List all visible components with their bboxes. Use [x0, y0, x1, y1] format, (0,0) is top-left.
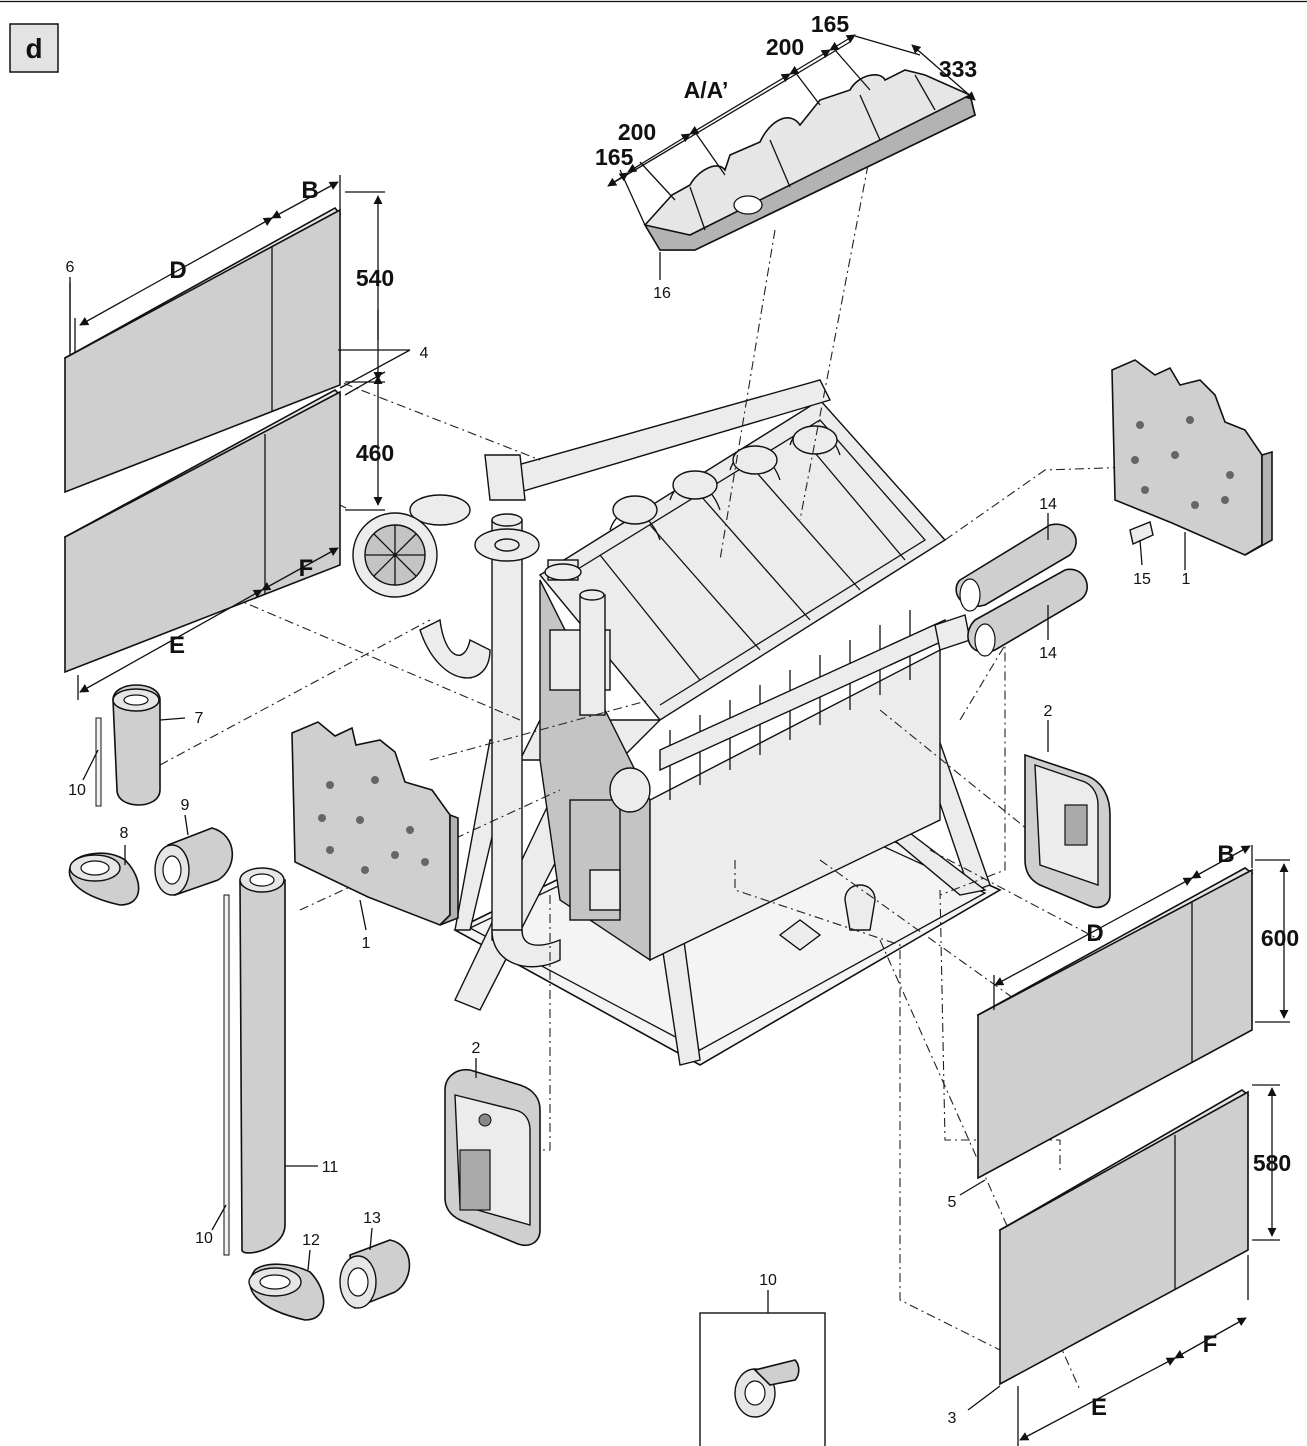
dim-right-e: E	[1091, 1394, 1107, 1421]
dim-left-e: E	[169, 632, 185, 659]
callout-14-a: 14	[1039, 496, 1057, 513]
figure-letter-box: d	[9, 23, 59, 73]
pipe-insulation-parts	[68, 521, 1154, 1321]
callout-16: 16	[653, 285, 671, 302]
callout-5: 5	[948, 1194, 957, 1211]
right-side-panels	[976, 867, 1254, 1386]
callout-leaders	[69, 252, 1186, 1411]
figure-letter: d	[25, 33, 42, 64]
dim-right-d: D	[1086, 920, 1103, 947]
dim-left-b: B	[301, 177, 318, 204]
callout-2-left: 2	[472, 1040, 481, 1057]
callout-10-a: 10	[68, 782, 86, 799]
dim-top-200-right: 200	[766, 34, 804, 60]
boiler-assembly	[352, 379, 1002, 1066]
callout-14-b: 14	[1039, 645, 1057, 662]
callout-12: 12	[302, 1232, 320, 1249]
callout-1-right: 1	[1182, 571, 1191, 588]
dim-right-600: 600	[1261, 925, 1299, 951]
dim-top-333: 333	[939, 56, 977, 82]
callout-9: 9	[181, 797, 190, 814]
left-dimension-lines	[69, 175, 410, 700]
callout-1-left: 1	[362, 935, 371, 952]
dim-left-460: 460	[356, 440, 394, 466]
dim-right-f: F	[1203, 1331, 1218, 1358]
callout-15: 15	[1133, 571, 1151, 588]
callout-13: 13	[363, 1210, 381, 1227]
callout-11: 11	[322, 1159, 339, 1176]
top-dimension-lines	[607, 34, 976, 226]
callout-10-c: 10	[759, 1272, 777, 1289]
left-side-panels	[63, 206, 342, 674]
dim-right-580: 580	[1253, 1150, 1291, 1176]
dim-left-f: F	[299, 555, 314, 582]
dim-top-aa: A/A’	[684, 77, 729, 103]
side-plate-left	[291, 721, 459, 926]
callout-8: 8	[120, 825, 129, 842]
tape-inset	[699, 1312, 826, 1446]
callout-7: 7	[195, 710, 204, 727]
dimension-labels: 165 200 A/A’ 200 165 333 B D 540 460 F E…	[169, 11, 1299, 1421]
dim-top-200-left: 200	[618, 119, 656, 145]
dim-top-165-right: 165	[811, 11, 850, 37]
dim-left-d: D	[169, 257, 186, 284]
right-dimension-lines	[993, 845, 1290, 1446]
callout-2-right: 2	[1044, 703, 1053, 720]
callout-6: 6	[66, 259, 75, 276]
top-insulation-mat	[643, 69, 976, 251]
callout-4: 4	[420, 345, 429, 362]
callout-10-b: 10	[195, 1230, 213, 1247]
dim-left-540: 540	[356, 265, 394, 291]
dim-top-165-left: 165	[595, 144, 634, 170]
dim-right-b: B	[1217, 841, 1234, 868]
covers	[444, 753, 1111, 1246]
callout-numbers: 6 4 7 10 8 9 1 11 10 12 13 2 16 14 14 15…	[66, 259, 1191, 1427]
side-plate-right	[1111, 359, 1273, 556]
callout-3: 3	[948, 1410, 957, 1427]
